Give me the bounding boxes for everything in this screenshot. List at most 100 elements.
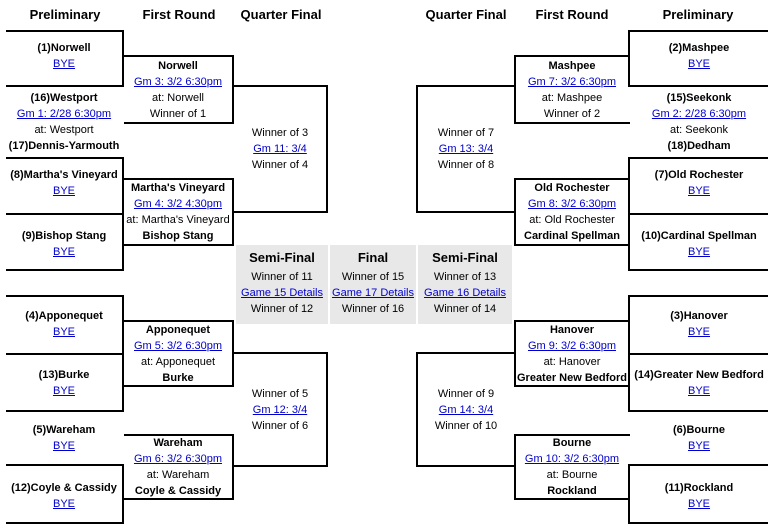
bracket-line [416, 211, 516, 213]
game-5-link[interactable]: Gm 5: 3/2 6:30pm [133, 340, 223, 352]
prelim-old-rochester: (7)Old Rochester BYE [630, 167, 768, 199]
venue: at: Hanover [543, 356, 601, 368]
qf-line: Winner of 5 [251, 388, 309, 400]
bracket-line [232, 178, 234, 246]
prelim-mashpee: (2)Mashpee BYE [630, 40, 768, 72]
bracket-line [6, 522, 124, 524]
bye-link[interactable]: BYE [687, 326, 710, 338]
bye-link[interactable]: BYE [52, 385, 75, 397]
bracket-line [514, 244, 630, 246]
header-first-round-right: First Round [535, 7, 609, 22]
team-name: (16)Westport [30, 92, 98, 104]
qf-line: Winner of 6 [251, 420, 309, 432]
bracket-line [232, 434, 234, 500]
game-6-link[interactable]: Gm 6: 3/2 6:30pm [133, 453, 223, 465]
game-15-link[interactable]: Game 15 Details [241, 287, 323, 299]
game-10-link[interactable]: Gm 10: 3/2 6:30pm [524, 453, 620, 465]
team-name: (2)Mashpee [668, 42, 730, 54]
team-name: (11)Rockland [664, 482, 734, 494]
bracket-line [232, 320, 234, 387]
game-5: Apponequet Gm 5: 3/2 6:30pm at: Apponequ… [124, 322, 232, 386]
team-name: (6)Bourne [673, 424, 725, 436]
bye-link[interactable]: BYE [687, 498, 710, 510]
prelim-norwell: (1)Norwell BYE [6, 40, 122, 72]
bracket-line [124, 178, 234, 180]
bracket-line [326, 85, 328, 213]
prelim-westport: (16)Westport Gm 1: 2/28 6:30pm at: Westp… [6, 90, 122, 154]
team-name: Norwell [158, 60, 198, 72]
bye-link[interactable]: BYE [52, 58, 75, 70]
game-14-link[interactable]: Gm 14: 3/4 [438, 404, 494, 416]
prelim-cardinal-spellman: (10)Cardinal Spellman BYE [630, 228, 768, 260]
bracket-line [122, 30, 124, 87]
bye-link[interactable]: BYE [52, 246, 75, 258]
game-11: Winner of 3 Gm 11: 3/4 Winner of 4 [234, 125, 326, 173]
bye-link[interactable]: BYE [52, 326, 75, 338]
bracket-line [124, 122, 234, 124]
bracket-line [628, 410, 768, 412]
header-first-round-left: First Round [142, 7, 216, 22]
bye-link[interactable]: BYE [52, 185, 75, 197]
bye-link[interactable]: BYE [687, 185, 710, 197]
bracket-line [416, 465, 516, 467]
game-4: Martha's Vineyard Gm 4: 3/2 4:30pm at: M… [124, 180, 232, 244]
bracket-line [326, 352, 328, 467]
bracket-line [6, 157, 124, 159]
game-13-link[interactable]: Gm 13: 3/4 [438, 143, 494, 155]
team-name: (12)Coyle & Cassidy [11, 482, 117, 494]
final: Final Winner of 15 Game 17 Details Winne… [330, 245, 416, 324]
bracket-line [6, 464, 124, 466]
game-2-link[interactable]: Gm 2: 2/28 6:30pm [651, 108, 747, 120]
bracket-line [628, 269, 768, 271]
prelim-rockland: (11)Rockland BYE [630, 480, 768, 512]
bye-link[interactable]: BYE [687, 385, 710, 397]
bracket-line [6, 410, 124, 412]
game-8-link[interactable]: Gm 8: 3/2 6:30pm [527, 198, 617, 210]
header-preliminary-left: Preliminary [29, 7, 101, 22]
game-14: Winner of 9 Gm 14: 3/4 Winner of 10 [418, 386, 514, 434]
bracket-line [514, 320, 630, 322]
bracket-line [628, 213, 768, 215]
bracket-line [234, 211, 328, 213]
semi-final-title: Semi-Final [249, 250, 315, 265]
team-name: Martha's Vineyard [130, 182, 226, 194]
game-7-link[interactable]: Gm 7: 3/2 6:30pm [527, 76, 617, 88]
game-4-link[interactable]: Gm 4: 3/2 4:30pm [133, 198, 223, 210]
venue: at: Old Rochester [529, 214, 615, 226]
opponent: Winner of 2 [543, 108, 601, 120]
qf-line: Winner of 4 [251, 159, 309, 171]
bracket-line [628, 157, 630, 271]
bye-link[interactable]: BYE [52, 440, 75, 452]
center-line: Winner of 16 [341, 303, 405, 315]
opponent: Cardinal Spellman [524, 230, 620, 242]
qf-line: Winner of 8 [437, 159, 495, 171]
game-3-link[interactable]: Gm 3: 3/2 6:30pm [133, 76, 223, 88]
game-12: Winner of 5 Gm 12: 3/4 Winner of 6 [234, 386, 326, 434]
bracket-line [514, 178, 630, 180]
qf-line: Winner of 3 [251, 127, 309, 139]
bye-link[interactable]: BYE [52, 498, 75, 510]
game-16-link[interactable]: Game 16 Details [424, 287, 506, 299]
semi-final-left: Semi-Final Winner of 11 Game 15 Details … [236, 245, 328, 324]
game-3: Norwell Gm 3: 3/2 6:30pm at: Norwell Win… [124, 58, 232, 122]
bye-link[interactable]: BYE [687, 58, 710, 70]
game-9-link[interactable]: Gm 9: 3/2 6:30pm [527, 340, 617, 352]
game-17-link[interactable]: Game 17 Details [332, 287, 414, 299]
qf-line: Winner of 10 [434, 420, 498, 432]
opponent: Burke [162, 372, 194, 384]
bye-link[interactable]: BYE [687, 246, 710, 258]
game-12-link[interactable]: Gm 12: 3/4 [252, 404, 308, 416]
game-13: Winner of 7 Gm 13: 3/4 Winner of 8 [418, 125, 514, 173]
prelim-bourne: (6)Bourne BYE [630, 422, 768, 454]
team-name: (18)Dedham [667, 140, 731, 152]
team-name: Bourne [552, 437, 592, 449]
bracket-line [416, 352, 418, 467]
opponent: Greater New Bedford [516, 372, 628, 384]
opponent: Bishop Stang [142, 230, 214, 242]
opponent: Rockland [547, 485, 597, 497]
bracket-line [6, 213, 124, 215]
bye-link[interactable]: BYE [687, 440, 710, 452]
game-11-link[interactable]: Gm 11: 3/4 [253, 143, 307, 155]
team-name: (15)Seekonk [666, 92, 732, 104]
game-1-link[interactable]: Gm 1: 2/28 6:30pm [16, 108, 112, 120]
